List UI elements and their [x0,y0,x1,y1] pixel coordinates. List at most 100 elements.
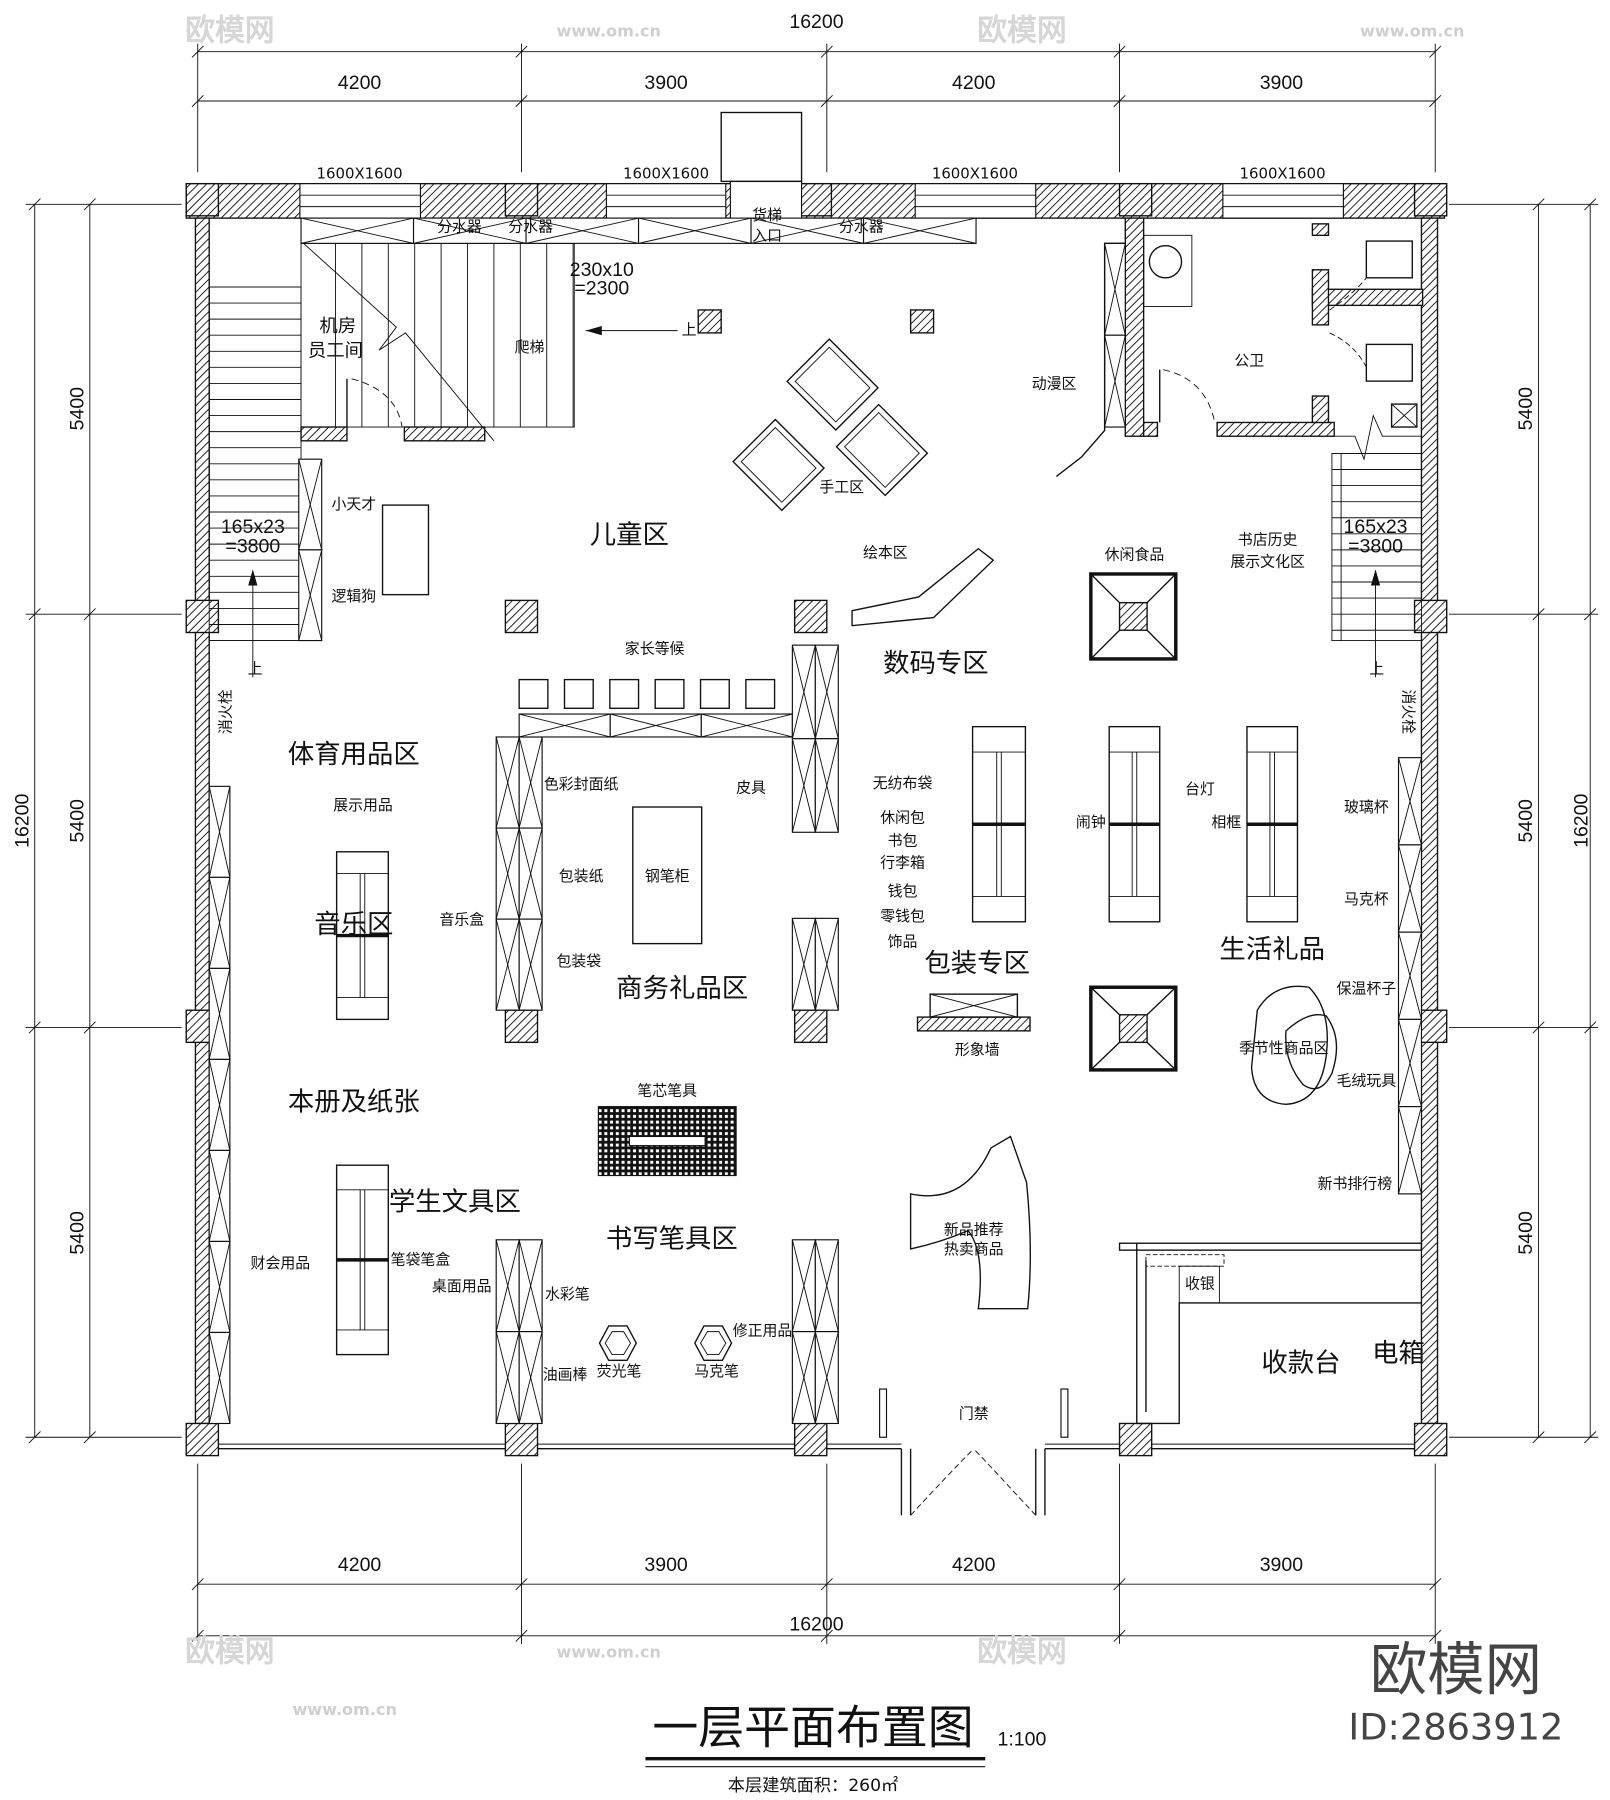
window [1222,183,1344,219]
dim-bottom: 3900 [1260,1554,1304,1576]
structural-column [793,1422,828,1457]
zone-new-books: 热卖商品 [944,1240,1004,1258]
kids-display-table [381,504,430,596]
craft-table [835,403,929,497]
gate-post [879,1388,888,1438]
item-label: 马克杯 [1344,890,1389,908]
brand-logo: 欧模网 [1370,1636,1542,1703]
waiting-chair [609,678,640,709]
waiting-chair [699,678,730,709]
left-wall [194,217,210,1425]
dim-top-total: 16200 [789,11,843,33]
shelf-unit [495,1239,520,1425]
watermark-url: www.om.cn [1360,22,1464,41]
item-label: 新书排行榜 [1318,1175,1393,1193]
structural-column [1413,599,1448,634]
display-stand [335,1164,389,1356]
shelf-unit [518,1239,543,1425]
zone-business-gifts: 商务礼品区 [616,973,748,1004]
shelving-units [208,217,1423,1425]
ladder-spec: 230x10 [570,259,634,281]
zone-restroom: 公卫 [1234,352,1264,370]
dim-bottom-total: 16200 [789,1614,843,1636]
ladder-label: 爬梯 [515,338,545,356]
structural-column [1413,182,1448,217]
kiosk [1089,985,1178,1072]
structural-column [798,182,833,217]
hexagon-display [694,1325,733,1362]
dim-right: 5400 [1515,1211,1537,1255]
dim-right: 5400 [1515,799,1537,843]
watermarks: 欧模网 欧模网 www.om.cn www.om.cn 欧模网 欧模网 www.… [185,14,1464,1719]
fixture-labels: 1600X1600 1600X1600 1600X1600 1600X1600 … [216,164,1424,1422]
zone-snacks: 休闲食品 [1105,546,1165,564]
zone-digital: 数码专区 [883,648,989,679]
dim-left-total: 16200 [11,794,33,848]
item-label: 玻璃杯 [1344,798,1389,816]
waiting-chair [745,678,776,709]
dim-top: 3900 [1260,72,1304,94]
dim-top: 4200 [338,72,382,94]
structural-column [504,182,539,217]
structural-column [1118,182,1153,217]
checkout-counter [1118,1242,1423,1425]
shelf-unit [518,736,543,1011]
craft-table [786,338,879,431]
structural-column [1118,1422,1153,1457]
water-distributor: 分水器 [839,217,884,235]
item-label: 桌面用品 [432,1277,492,1295]
zone-anime: 动漫区 [1032,375,1077,393]
entrance-gate-label: 门禁 [959,1404,989,1422]
up-label: 上 [682,321,697,339]
window [299,183,422,219]
column [697,309,722,334]
outer-walls [185,111,1448,1457]
item-label: 笔芯笔具 [637,1082,697,1100]
anime-shelf-outline [1055,242,1126,477]
toilet-icon [1365,343,1413,382]
watermark-logo: 欧模网 [185,14,274,49]
drawing-scale: 1:100 [998,1728,1047,1750]
left-staircase [208,286,302,678]
item-label: 水彩笔 [545,1285,590,1303]
window-spec: 1600X1600 [317,164,403,182]
item-label: 台灯 [1185,780,1215,798]
picture-book-shelf [851,547,995,627]
up-label: 上 [248,659,263,677]
column [793,599,828,634]
item-label: 包装纸 [559,867,604,885]
seasonal-display [1250,985,1328,1106]
arrow-head-icon [248,569,258,586]
dim-left: 5400 [66,1211,88,1255]
dimension-labels: 16200 4200 3900 4200 3900 4200 3900 4200… [11,11,1592,1636]
water-distributor: 分水器 [508,217,553,235]
stair-spec: =3800 [225,536,280,558]
watermark-logo: 欧模网 [185,1635,274,1670]
freight-elevator-shaft [720,111,803,183]
entrance-door[interactable] [879,1388,1069,1516]
display-stand [971,725,1027,923]
zone-life-gifts: 生活礼品 [1219,934,1325,965]
display-stand [1108,725,1161,923]
zone-student-stationery: 学生文具区 [389,1187,521,1218]
shelf-unit [208,785,231,1425]
item-labels: 小天才 逻辑狗 色彩封面纸 皮具 包装纸 钢笔柜 包装袋 无纺布袋 休闲包 书包… [251,495,1397,1383]
zone-seasonal: 季节性商品区 [1239,1039,1329,1057]
gate-post [1060,1388,1069,1438]
structural-column [1413,1422,1448,1457]
shelf-unit [495,736,520,1011]
water-distributor: 分水器 [437,217,482,235]
dim-bottom: 4200 [338,1554,382,1576]
zone-writing-tools: 书写笔具区 [606,1223,738,1254]
zone-notebooks: 本册及纸张 [288,1087,420,1118]
arrow-head-icon [1370,569,1381,586]
item-label: 闹钟 [1076,813,1106,831]
item-label: 油画棒 [543,1365,588,1383]
watermark-url: www.om.cn [292,1700,396,1719]
image-wall [916,993,1031,1032]
item-label: 钱包 [888,882,918,900]
item-label: 笔袋笔盒 [391,1250,451,1268]
zone-music-box: 音乐盒 [439,911,484,929]
freight-elevator-label: 入口 [752,226,782,244]
